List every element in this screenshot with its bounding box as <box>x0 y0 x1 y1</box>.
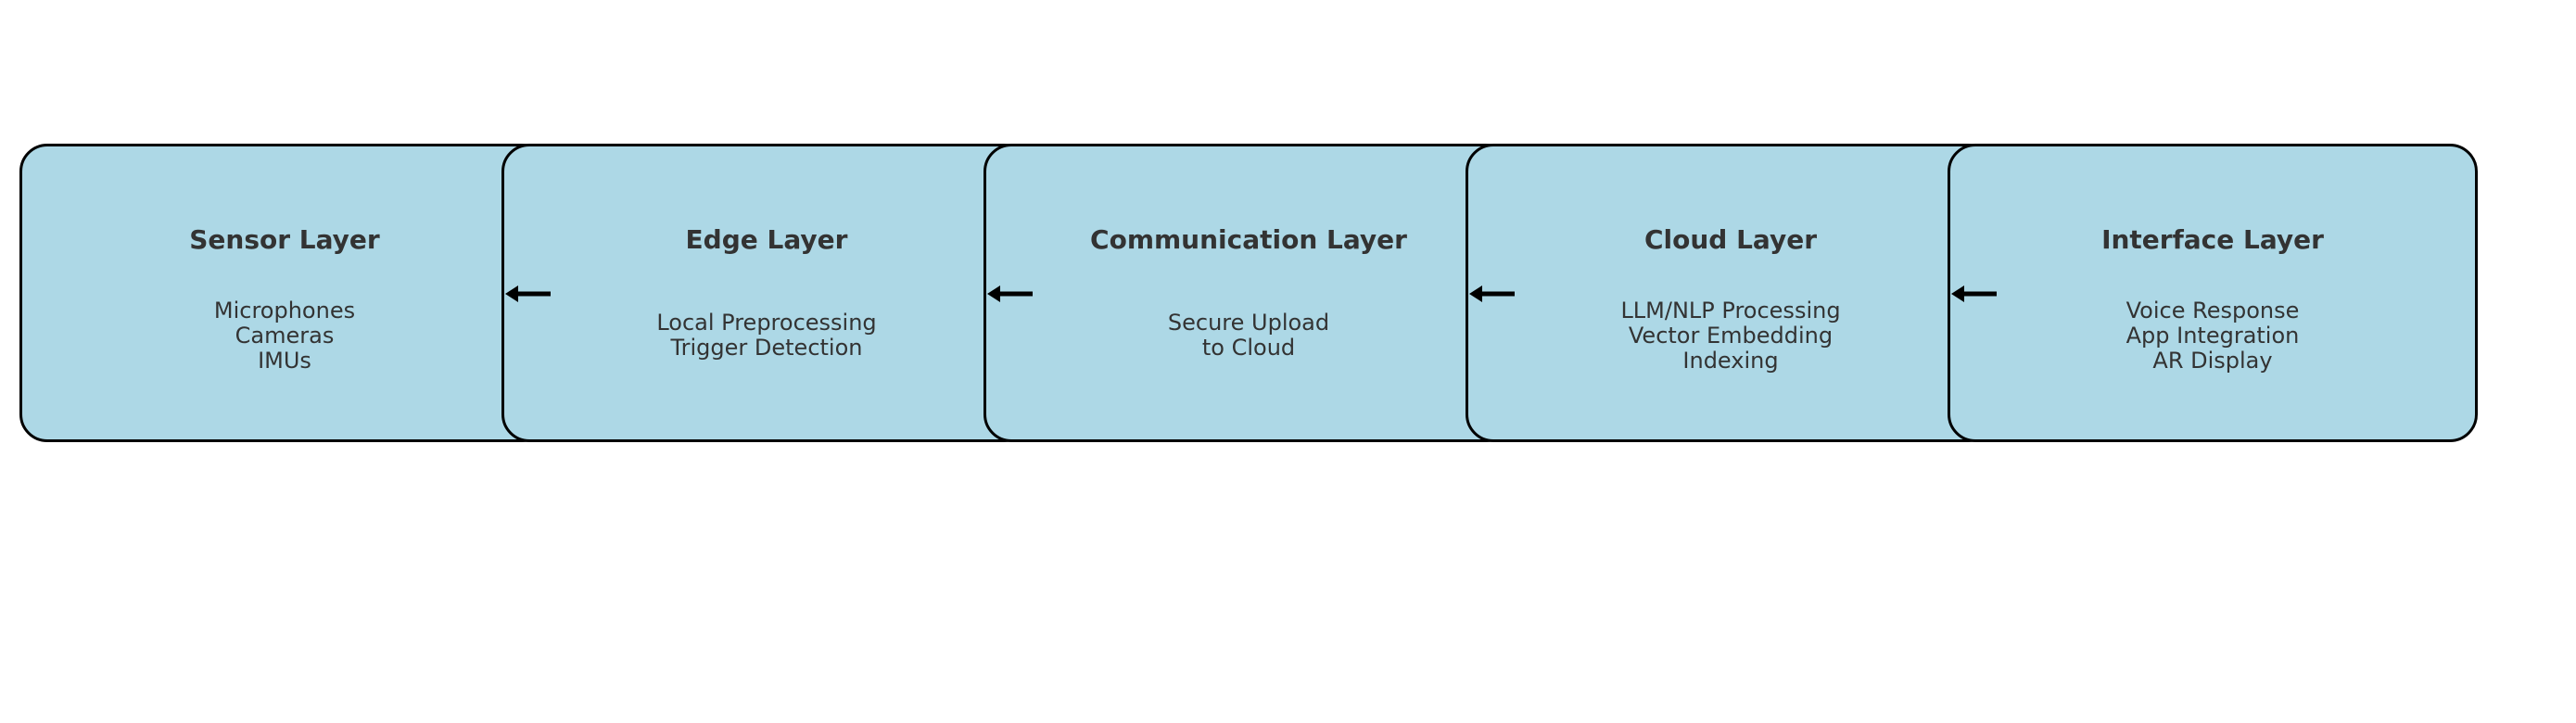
arrow-left-icon <box>1469 285 1515 302</box>
edge-layer-line: Local Preprocessing <box>656 310 877 336</box>
interface-layer-line: Voice Response <box>2126 298 2300 323</box>
communication-layer-title: Communication Layer <box>1090 224 1407 255</box>
edge-layer-box: Edge Layer Local Preprocessing Trigger D… <box>501 144 1032 442</box>
communication-layer-details: Secure Upload to Cloud <box>986 311 1511 361</box>
cloud-layer-line: Indexing <box>1682 348 1779 374</box>
interface-layer-title: Interface Layer <box>2101 224 2324 255</box>
cloud-layer-details: LLM/NLP Processing Vector Embedding Inde… <box>1468 298 1993 374</box>
sensor-layer-line: IMUs <box>258 348 311 374</box>
cloud-layer-line: LLM/NLP Processing <box>1620 298 1841 323</box>
communication-layer-line: Secure Upload <box>1167 310 1330 336</box>
edge-layer-title: Edge Layer <box>685 224 848 255</box>
cloud-layer-box: Cloud Layer LLM/NLP Processing Vector Em… <box>1466 144 1996 442</box>
sensor-layer-title: Sensor Layer <box>189 224 380 255</box>
interface-layer-box: Interface Layer Voice Response App Integ… <box>1948 144 2478 442</box>
communication-layer-line: to Cloud <box>1201 335 1296 361</box>
interface-layer-line: App Integration <box>2126 323 2300 349</box>
sensor-layer-box: Sensor Layer Microphones Cameras IMUs <box>19 144 550 442</box>
arrow-left-icon <box>1951 285 1997 302</box>
sensor-layer-line: Microphones <box>213 298 356 323</box>
arrow-left-icon <box>505 285 551 302</box>
edge-layer-line: Trigger Detection <box>670 335 863 361</box>
sensor-layer-line: Cameras <box>235 323 335 349</box>
communication-layer-box: Communication Layer Secure Upload to Clo… <box>983 144 1514 442</box>
cloud-layer-title: Cloud Layer <box>1643 224 1818 255</box>
interface-layer-line: AR Display <box>2152 348 2273 374</box>
cloud-layer-line: Vector Embedding <box>1628 323 1834 349</box>
edge-layer-details: Local Preprocessing Trigger Detection <box>504 311 1029 361</box>
arrow-left-icon <box>987 285 1033 302</box>
interface-layer-details: Voice Response App Integration AR Displa… <box>1950 298 2475 374</box>
sensor-layer-details: Microphones Cameras IMUs <box>22 298 547 374</box>
